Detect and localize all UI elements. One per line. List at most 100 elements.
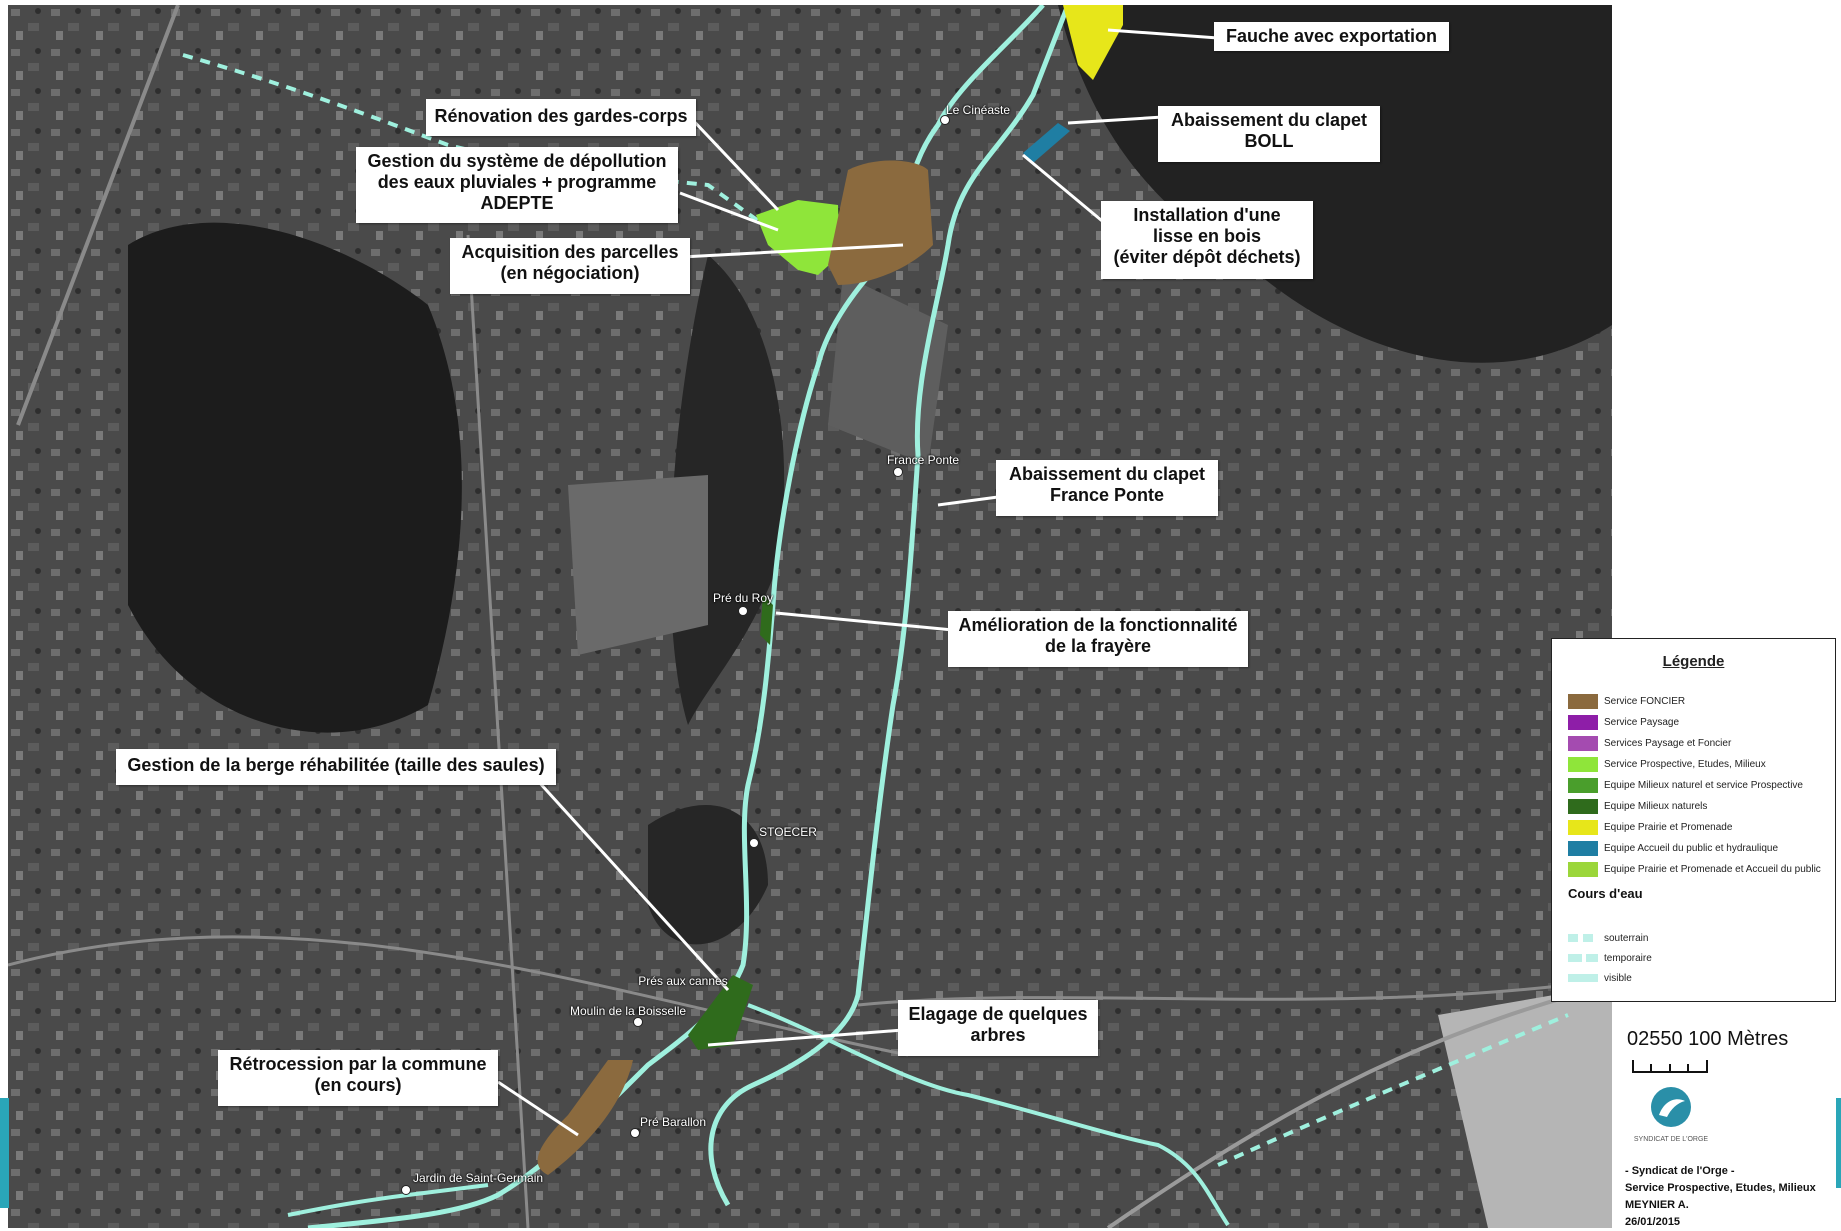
callout-elagage[interactable]: Elagage de quelques arbres: [898, 1000, 1098, 1056]
callout-frayere[interactable]: Amélioration de la fonctionnalité de la …: [948, 611, 1248, 667]
zone-frayere: [760, 595, 773, 645]
place-dot-cineaste: [940, 115, 950, 125]
syndicat-logo: SYNDICAT DE L'ORGE: [1634, 1087, 1709, 1143]
legend-item: Service FONCIER: [1568, 692, 1685, 710]
legend-cours-title: Cours d'eau: [1568, 886, 1643, 901]
map-legend: Légende Service FONCIER Service Paysage …: [1551, 638, 1836, 1002]
river-branch-west: [287, 1183, 489, 1217]
legend-item: Service Paysage: [1568, 713, 1679, 731]
legend-swatch: [1568, 756, 1598, 772]
callout-berge[interactable]: Gestion de la berge réhabilitée (taille …: [116, 749, 556, 785]
callout-depollution[interactable]: Gestion du système de dépollution des ea…: [356, 147, 678, 223]
legend-swatch: [1568, 819, 1598, 835]
zone-elagage: [688, 975, 753, 1050]
accent-bar-left: [0, 1098, 9, 1208]
river-underground-nw: [182, 53, 780, 237]
aerial-map[interactable]: Le Cinéaste France Ponte Pré du Roy STOE…: [8, 5, 1612, 1228]
place-stoecer: STOECER: [759, 825, 817, 839]
leader-lisse: [1022, 153, 1114, 232]
scale-bar: [1632, 1060, 1708, 1073]
legend-label: Equipe Accueil du public et hydraulique: [1604, 842, 1779, 854]
place-dot-stoecer: [749, 838, 759, 848]
map-graphics: [8, 5, 1612, 1228]
map-credits: - Syndicat de l'Orge - Service Prospecti…: [1625, 1163, 1816, 1231]
callout-berge-line-1: Gestion de la berge réhabilitée (taille …: [127, 755, 545, 775]
legend-label: Equipe Milieux naturel et service Prospe…: [1604, 779, 1803, 791]
callout-frayere-line-2: de la frayère: [1044, 636, 1152, 656]
callout-acquisition[interactable]: Acquisition des parcelles (en négociatio…: [450, 238, 690, 294]
place-dot-france-ponte: [893, 467, 903, 477]
road-b: [466, 234, 530, 1228]
legend-water-label: souterrain: [1604, 932, 1649, 944]
legend-item: Service Prospective, Etudes, Milieux: [1568, 755, 1766, 773]
callout-depollution-line-1: Gestion du système de dépollution: [367, 151, 667, 171]
callout-clapet-boll[interactable]: Abaissement du clapet BOLL: [1158, 106, 1380, 162]
place-cineaste: Le Cinéaste: [945, 103, 1011, 117]
credit-line-2: Service Prospective, Etudes, Milieux: [1625, 1182, 1816, 1194]
legend-swatch: [1568, 861, 1598, 877]
legend-water-swatch-visible: [1568, 974, 1598, 982]
callout-lisse[interactable]: Installation d'une lisse en bois (éviter…: [1101, 201, 1313, 279]
leader-fauche: [1107, 28, 1219, 40]
river-underground-se: [1217, 1013, 1569, 1167]
callout-gardes-corps-line-1: Rénovation des gardes-corps: [434, 106, 688, 126]
zone-clapet-boll: [1023, 123, 1070, 163]
forest-south: [648, 805, 768, 945]
leader-elagage: [707, 1028, 904, 1047]
legend-item: Equipe Prairie et Promenade: [1568, 818, 1732, 836]
callout-fauche-line-1: Fauche avec exportation: [1225, 26, 1438, 46]
callout-depollution-line-2: des eaux pluviales + programme: [377, 172, 657, 192]
zone-depollution: [756, 200, 840, 275]
credit-line-4: 26/01/2015: [1625, 1216, 1681, 1228]
legend-item: Equipe Prairie et Promenade et Accueil d…: [1568, 860, 1821, 878]
callout-clapet-boll-line-2: BOLL: [1244, 131, 1294, 151]
place-dot-pre-barallon: [630, 1128, 640, 1138]
legend-swatch: [1568, 735, 1598, 751]
river-branch-east: [747, 1003, 1230, 1227]
legend-label: Equipe Prairie et Promenade: [1604, 821, 1733, 833]
place-france-ponte: France Ponte: [886, 453, 960, 467]
place-jardin: Jardin de Saint-Germain: [412, 1171, 544, 1185]
field-3: [1438, 985, 1612, 1228]
legend-water-label: temporaire: [1604, 952, 1652, 964]
callout-elagage-line-1: Elagage de quelques: [908, 1004, 1088, 1024]
logo-text: SYNDICAT DE L'ORGE: [1634, 1136, 1709, 1143]
field-1: [568, 475, 708, 655]
legend-label: Service Paysage: [1604, 716, 1680, 728]
legend-item: Equipe Accueil du public et hydraulique: [1568, 839, 1778, 857]
legend-item: Equipe Milieux naturels: [1568, 797, 1707, 815]
callout-gardes-corps[interactable]: Rénovation des gardes-corps: [426, 99, 696, 136]
callout-retrocession[interactable]: Rétrocession par la commune (en cours): [218, 1050, 498, 1106]
place-dot-pre-du-roy: [738, 606, 748, 616]
railway: [1106, 983, 1612, 1228]
callout-lisse-line-2: lisse en bois: [1152, 226, 1262, 246]
callout-frayere-line-1: Amélioration de la fonctionnalité: [958, 615, 1238, 635]
leader-acquisition: [681, 243, 904, 259]
forest-west: [128, 222, 462, 733]
forest-northeast: [1058, 5, 1612, 363]
place-pres-aux-cannes: Prés aux cannes: [638, 974, 728, 988]
legend-water-swatch-underground: [1568, 934, 1598, 942]
leader-depollution: [679, 191, 779, 232]
road-a: [16, 5, 180, 426]
legend-label: Service Prospective, Etudes, Milieux: [1604, 758, 1766, 770]
callout-lisse-line-1: Installation d'une: [1133, 205, 1281, 225]
leader-berge: [526, 768, 730, 992]
leader-gardes: [686, 113, 780, 212]
place-pre-du-roy: Pré du Roy: [712, 591, 774, 605]
place-moulin: Moulin de la Boisselle: [569, 1004, 687, 1018]
legend-label: Equipe Prairie et Promenade et Accueil d…: [1604, 863, 1821, 875]
scale-label: 02550 100 Mètres: [1627, 1028, 1789, 1050]
legend-label: Equipe Milieux naturels: [1604, 800, 1708, 812]
callout-clapet-boll-line-1: Abaissement du clapet: [1170, 110, 1368, 130]
callout-retrocession-line-2: (en cours): [314, 1075, 402, 1095]
callout-depollution-line-3: ADEPTE: [480, 193, 554, 213]
callout-clapet-france[interactable]: Abaissement du clapet France Ponte: [996, 460, 1218, 516]
legend-item: Equipe Milieux naturel et service Prospe…: [1568, 776, 1803, 794]
legend-swatch: [1568, 714, 1598, 730]
legend-water-swatch-temporary: [1568, 954, 1598, 962]
road-c: [8, 935, 909, 1057]
legend-swatch: [1568, 777, 1598, 793]
callout-fauche[interactable]: Fauche avec exportation: [1214, 22, 1449, 51]
accent-bar-right: [1836, 1098, 1841, 1188]
